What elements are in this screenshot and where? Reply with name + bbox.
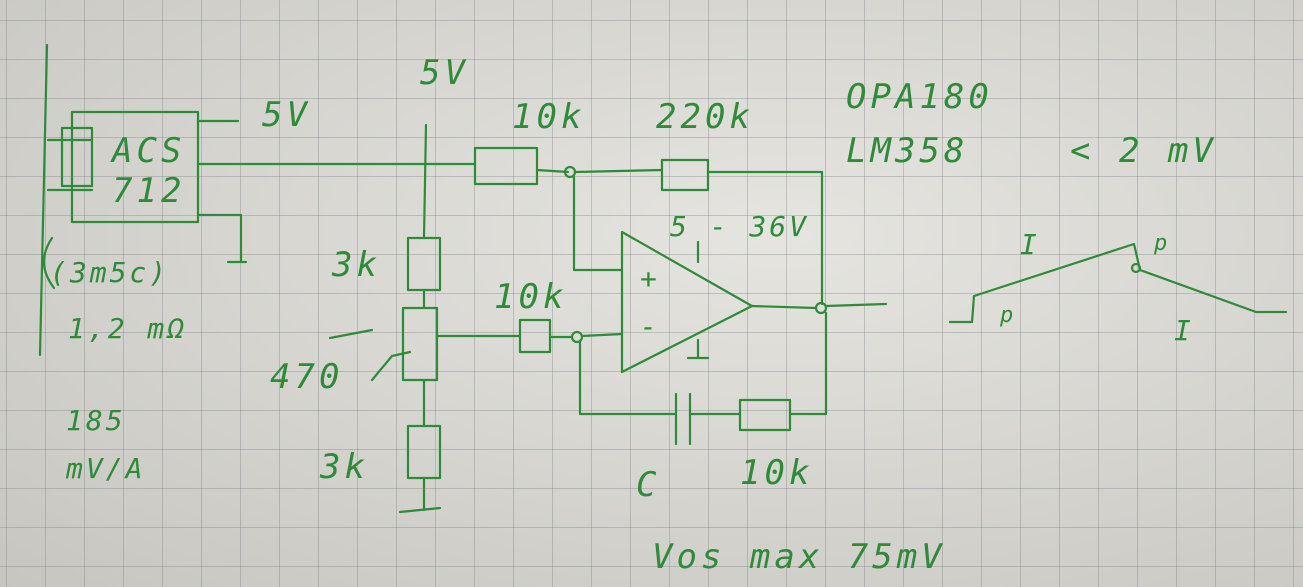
note-offset-spec: < 2 mV	[1070, 131, 1217, 171]
note-vos-max: Vos max 75mV	[652, 537, 946, 577]
output-lead	[824, 302, 888, 308]
trim-arrow	[370, 350, 412, 382]
waveform-label-i-bottom: I	[1174, 314, 1194, 347]
sensor-sensitivity-value: 185	[66, 404, 126, 437]
output-node-dot	[814, 301, 828, 315]
rc-resistor	[738, 398, 792, 432]
acs712-body	[70, 110, 200, 224]
opamp-plus: +	[640, 262, 660, 295]
main-current-wire-left	[38, 43, 49, 357]
supply-rail-label: 5V	[420, 53, 469, 93]
waveform-sketch: I p p I	[948, 228, 1288, 347]
divider-bottom-value: 3k	[319, 447, 369, 487]
inverting-input-wire	[580, 332, 624, 338]
waveform-label-p-bottom: p	[999, 303, 1014, 328]
sensor-supply-label: 5V	[262, 95, 311, 135]
current-sensor: ACS 712 5V (3m5c) 1,2 mΩ 185 mV/A	[38, 43, 477, 485]
trim-value: 470	[270, 357, 343, 397]
note-part-1: OPA180	[846, 77, 993, 117]
divider-ground-symbol	[398, 506, 442, 514]
sensor-ground-wire	[196, 213, 243, 264]
opamp-minus: -	[640, 310, 660, 343]
inverting-series-value: 10k	[494, 277, 567, 317]
capacitor-label: C	[636, 465, 660, 505]
waveform-label-i-top: I	[1020, 228, 1040, 261]
package-bracket	[42, 236, 56, 290]
sensor-chip-number: 712	[112, 171, 185, 211]
inverting-series-resistor	[518, 318, 552, 354]
feedback-top-wire-left	[573, 168, 664, 174]
inverting-node-dot	[570, 330, 584, 344]
trim-strike	[328, 328, 374, 340]
rail-wire-top	[422, 123, 428, 240]
divider-bottom-resistor	[406, 424, 442, 480]
trim-potentiometer	[401, 306, 439, 382]
sensor-chip-name: ACS	[110, 131, 185, 171]
sensor-current-path	[60, 126, 94, 188]
noninverting-input-wire	[572, 175, 624, 272]
notes: OPA180 LM358 < 2 mV Vos max 75mV	[652, 77, 1217, 577]
feedback-top-wire-right	[706, 170, 824, 306]
reference-divider: 5V 3k 470 3k	[270, 53, 522, 514]
note-part-2: LM358	[846, 131, 968, 171]
sensor-package-note: (3m5c)	[50, 256, 169, 289]
feedback-value: 220k	[656, 97, 754, 137]
input-series-resistor	[473, 146, 539, 186]
opamp-triangle	[620, 230, 754, 374]
input-series-value: 10k	[512, 97, 585, 137]
amplifier-stage: + - 5 - 36V 10k 220k 10k C 10k	[473, 97, 888, 505]
opamp-supply-range: 5 - 36V	[670, 210, 809, 243]
feedback-resistor	[660, 158, 710, 192]
sensor-resistance-label: 1,2 mΩ	[68, 312, 187, 345]
divider-top-value: 3k	[331, 245, 381, 285]
input-node-wire	[535, 168, 570, 174]
rc-wire-right	[788, 311, 828, 416]
waveform-label-p-top: p	[1153, 231, 1168, 256]
output-wire	[750, 304, 818, 310]
waveform-trace	[948, 242, 1288, 324]
sensor-sensitivity-unit: mV/A	[65, 452, 145, 485]
rc-wire-left	[578, 340, 676, 416]
divider-top-resistor	[406, 236, 442, 292]
rc-resistor-value: 10k	[740, 453, 813, 493]
waveform-peak-dot	[1130, 262, 1142, 274]
